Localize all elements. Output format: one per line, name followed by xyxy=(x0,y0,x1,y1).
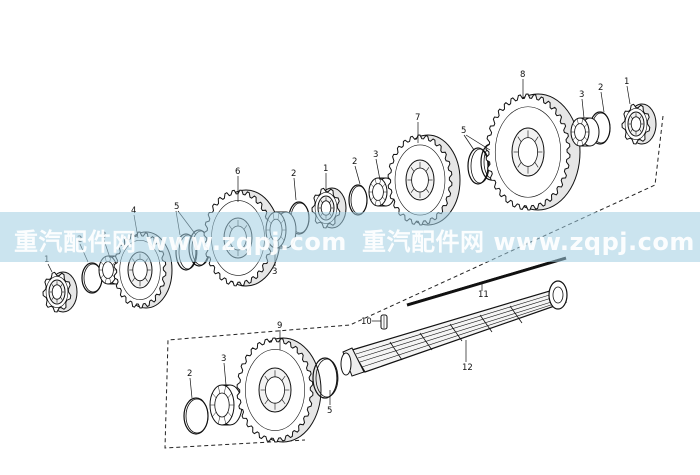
sleeve-1b xyxy=(311,187,347,229)
sleeve-1c xyxy=(621,103,657,145)
callout-labels: 1 2 3 4 5 6 2 3 1 2 3 7 5 8 3 2 1 11 10 … xyxy=(44,70,629,416)
gear-8 xyxy=(485,93,581,211)
bushing-3b xyxy=(265,211,297,249)
callout-1: 1 xyxy=(624,77,629,87)
callout-2: 2 xyxy=(187,369,192,379)
callout-3: 3 xyxy=(579,90,584,100)
sleeve-1 xyxy=(42,271,78,313)
callout-2: 2 xyxy=(352,157,357,167)
gear-parts xyxy=(42,93,657,443)
mainshaft-12 xyxy=(340,280,568,377)
gear-9 xyxy=(236,337,322,443)
dashed-assembly-line xyxy=(164,115,664,449)
snap-ring-5a xyxy=(175,233,198,271)
callout-7: 7 xyxy=(415,113,420,123)
bushing-3c xyxy=(368,177,396,207)
callout-2: 2 xyxy=(598,83,603,93)
callout-5: 5 xyxy=(327,406,332,416)
shaft-11 xyxy=(406,255,567,307)
callout-2: 2 xyxy=(291,169,296,179)
callout-1: 1 xyxy=(323,164,328,174)
callout-11: 11 xyxy=(478,290,489,300)
bushing-3d xyxy=(570,117,600,147)
gear-4 xyxy=(113,231,173,309)
callout-5: 5 xyxy=(461,126,466,136)
callout-3: 3 xyxy=(101,231,106,241)
callout-3: 3 xyxy=(373,150,378,160)
callout-12: 12 xyxy=(462,363,473,373)
bushing-3e xyxy=(209,384,243,426)
gear-7 xyxy=(387,134,461,226)
callout-2: 2 xyxy=(77,235,82,245)
callout-9: 9 xyxy=(277,321,282,331)
callout-3: 3 xyxy=(221,354,226,364)
pin-10 xyxy=(380,314,388,330)
washer-2e xyxy=(183,397,209,435)
snap-ring-5e xyxy=(312,357,339,399)
snap-ring-5c xyxy=(467,147,490,185)
washer-2c xyxy=(348,184,368,216)
callout-5: 5 xyxy=(174,202,179,212)
callout-6: 6 xyxy=(235,167,240,177)
callout-1: 1 xyxy=(44,255,49,265)
callout-4: 4 xyxy=(131,206,136,216)
callout-3: 3 xyxy=(272,267,277,277)
callout-10: 10 xyxy=(361,317,372,327)
callout-8: 8 xyxy=(520,70,525,80)
